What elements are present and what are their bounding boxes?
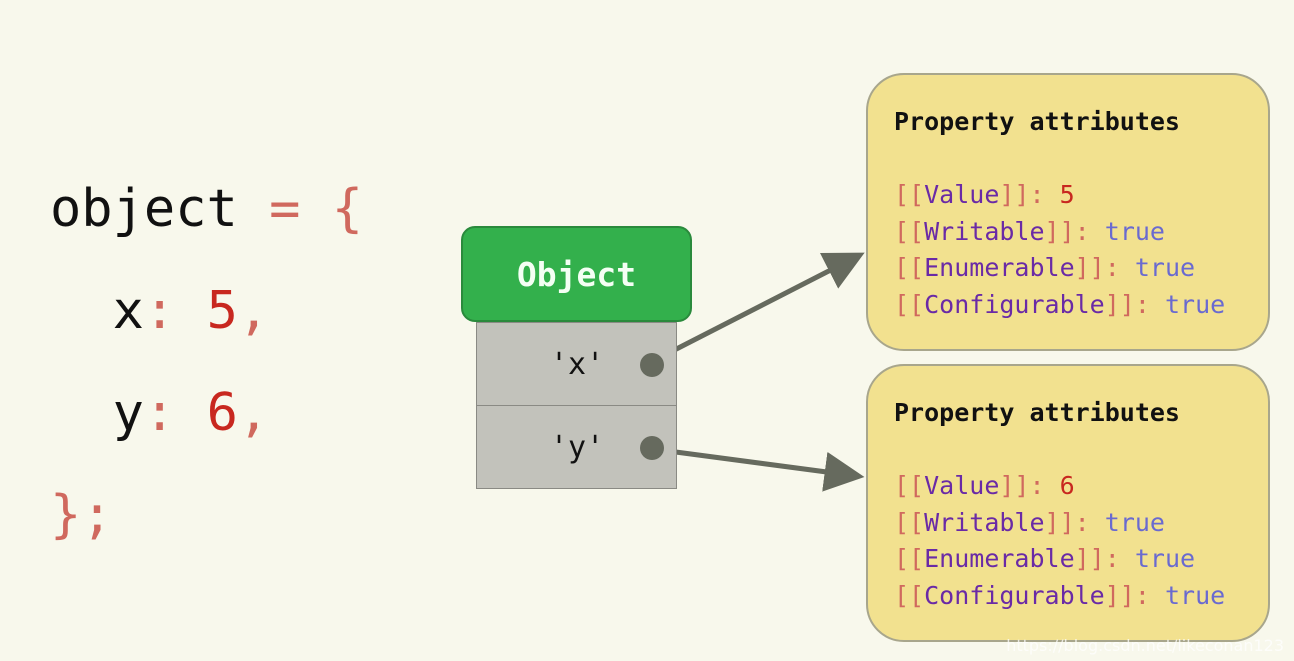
colon: : xyxy=(1029,180,1045,209)
attribute-enumerable: [[Enumerable]]: true xyxy=(894,541,1268,578)
property-key-x: 'x' xyxy=(550,347,605,382)
attribute-name: Writable xyxy=(924,507,1045,537)
open-brackets: [[ xyxy=(894,253,925,282)
arrow-x-to-attributes xyxy=(649,252,865,365)
code-colon: : xyxy=(143,281,176,341)
pointer-dot-icon xyxy=(640,353,664,377)
card-title: Property attributes xyxy=(894,107,1180,136)
code-semicolon: ; xyxy=(81,485,113,545)
code-close-brace: } xyxy=(50,485,82,545)
arrow-y-to-attributes xyxy=(652,446,865,492)
attribute-val: 5 xyxy=(1059,180,1075,209)
attribute-name: Value xyxy=(924,471,1000,500)
close-brackets: ]] xyxy=(1044,216,1075,246)
property-attributes-card-x: Property attributes [[Value]]: 5 [[Writa… xyxy=(866,73,1270,351)
attribute-name: Configurable xyxy=(924,580,1105,610)
code-key-x: x xyxy=(112,281,144,341)
attribute-name: Value xyxy=(924,180,1000,209)
open-brackets: [[ xyxy=(894,180,925,209)
attribute-val: true xyxy=(1164,289,1226,319)
attribute-val: true xyxy=(1134,253,1196,282)
pointer-dot-icon xyxy=(640,436,664,460)
attribute-val: true xyxy=(1104,216,1165,246)
attribute-enumerable: [[Enumerable]]: true xyxy=(894,250,1268,287)
code-identifier: object xyxy=(50,179,238,239)
open-brackets: [[ xyxy=(894,580,925,610)
code-value-x: 5 xyxy=(206,281,238,341)
colon: : xyxy=(1134,580,1150,610)
code-open-brace: { xyxy=(331,179,364,239)
attribute-name: Configurable xyxy=(924,289,1105,319)
close-brackets: ]] xyxy=(1044,507,1075,537)
watermark: https://blog.csdn.net/likeconan123 xyxy=(1006,636,1284,655)
code-line-close: }; xyxy=(50,464,363,566)
colon: : xyxy=(1134,289,1150,319)
code-line-y: y: 6, xyxy=(50,362,363,464)
colon: : xyxy=(1104,253,1120,282)
attribute-name: Writable xyxy=(924,216,1045,246)
colon: : xyxy=(1104,544,1120,573)
code-line-declaration: object = { xyxy=(50,158,363,260)
open-brackets: [[ xyxy=(894,289,925,319)
attribute-name: Enumerable xyxy=(924,544,1075,573)
object-header: Object xyxy=(461,226,692,322)
close-brackets: ]] xyxy=(999,180,1030,209)
close-brackets: ]] xyxy=(1104,289,1135,319)
code-colon: : xyxy=(143,383,176,443)
code-key-y: y xyxy=(112,383,144,443)
code-equals: = xyxy=(269,179,301,239)
attribute-name: Enumerable xyxy=(924,253,1075,282)
colon: : xyxy=(1074,216,1090,246)
colon: : xyxy=(1029,471,1045,500)
property-attributes-card-y: Property attributes [[Value]]: 6 [[Writa… xyxy=(866,364,1270,642)
code-comma: , xyxy=(237,281,270,341)
open-brackets: [[ xyxy=(894,216,925,246)
card-title: Property attributes xyxy=(894,398,1180,427)
colon: : xyxy=(1074,507,1090,537)
close-brackets: ]] xyxy=(1074,253,1105,282)
property-key-y: 'y' xyxy=(550,430,605,465)
code-snippet: object = { x: 5, y: 6, }; xyxy=(50,158,363,566)
open-brackets: [[ xyxy=(894,544,925,573)
attribute-val: 6 xyxy=(1059,471,1075,500)
object-property-row-x: 'x' xyxy=(476,322,677,406)
attribute-configurable: [[Configurable]]: true xyxy=(894,578,1268,615)
code-comma: , xyxy=(237,383,270,443)
attribute-writable: [[Writable]]: true xyxy=(894,505,1268,542)
code-value-y: 6 xyxy=(206,383,238,443)
attribute-val: true xyxy=(1134,544,1196,573)
attribute-val: true xyxy=(1164,580,1226,610)
open-brackets: [[ xyxy=(894,507,925,537)
attribute-val: true xyxy=(1104,507,1165,537)
close-brackets: ]] xyxy=(999,471,1030,500)
close-brackets: ]] xyxy=(1104,580,1135,610)
close-brackets: ]] xyxy=(1074,544,1105,573)
attribute-configurable: [[Configurable]]: true xyxy=(894,287,1268,324)
attribute-value: [[Value]]: 6 xyxy=(894,468,1268,505)
attribute-writable: [[Writable]]: true xyxy=(894,214,1268,251)
object-property-row-y: 'y' xyxy=(476,405,677,489)
open-brackets: [[ xyxy=(894,471,925,500)
attribute-value: [[Value]]: 5 xyxy=(894,177,1268,214)
code-line-x: x: 5, xyxy=(50,260,363,362)
